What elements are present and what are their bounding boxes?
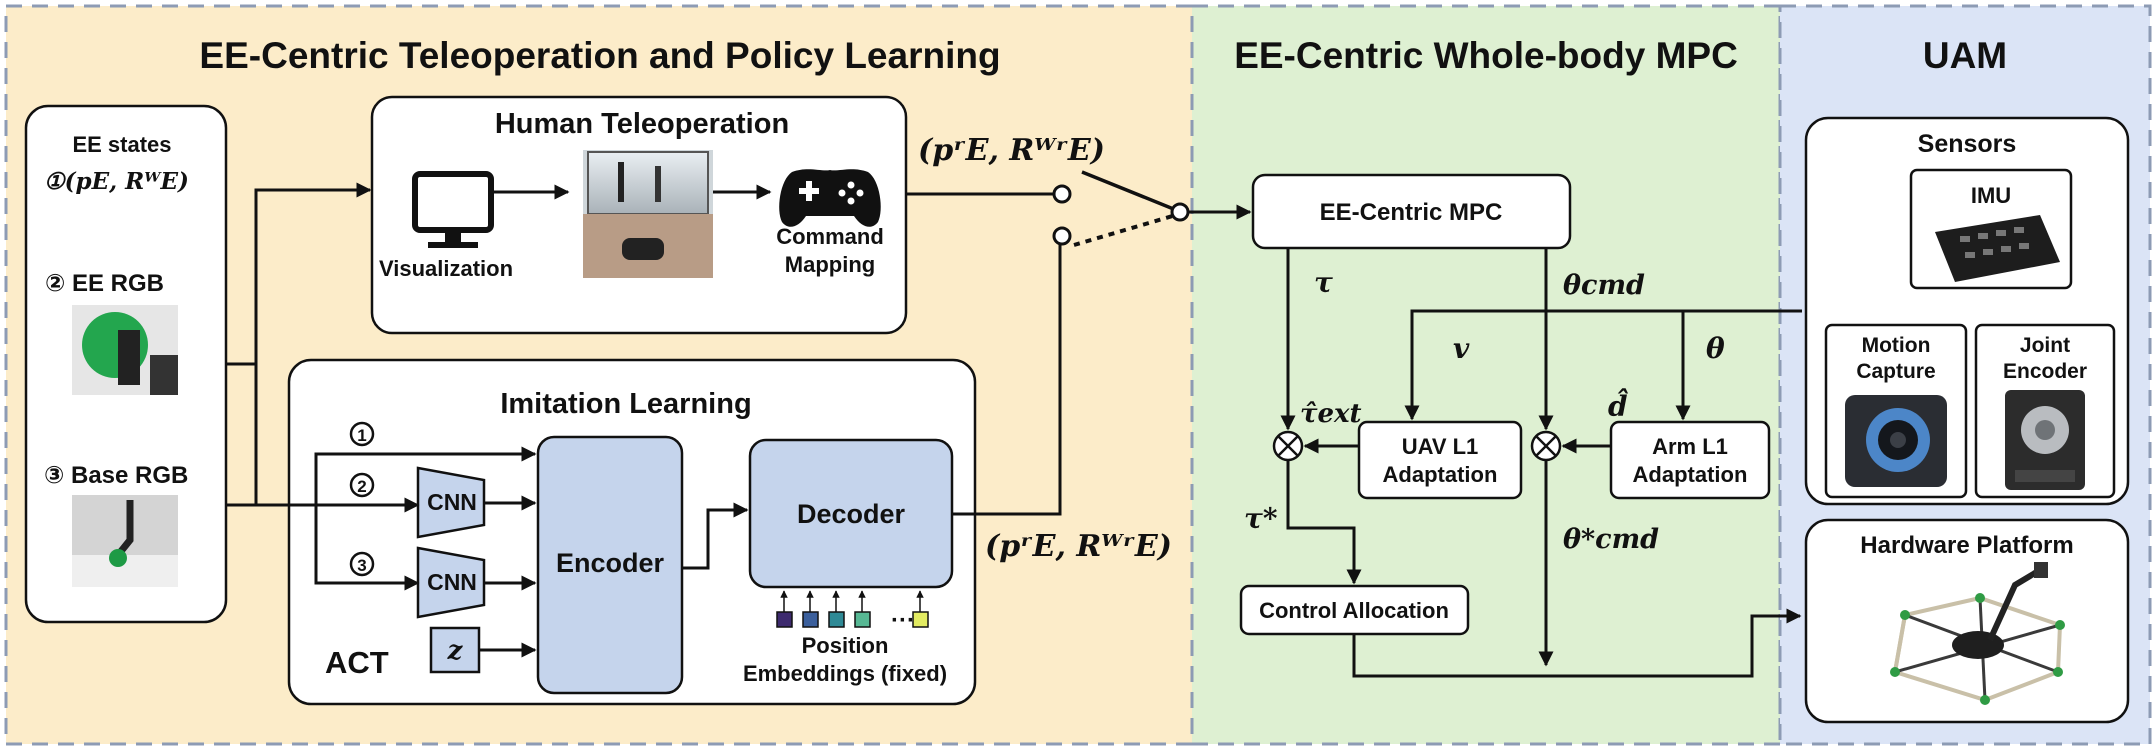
- ellipsis-dots: ···: [891, 607, 915, 634]
- embedding-token: [854, 611, 871, 628]
- motion-capture-line1: Motion: [1862, 334, 1931, 357]
- monitor-icon: [412, 171, 494, 248]
- position-label-line2: Embeddings (fixed): [743, 661, 947, 686]
- arm-l1-line1: Arm L1: [1652, 434, 1728, 459]
- theta-cmd-label: θcmd: [1563, 270, 1645, 301]
- control-allocation-label: Control Allocation: [1259, 598, 1449, 623]
- teleop-title: Human Teleoperation: [495, 108, 789, 140]
- svg-text:1: 1: [357, 426, 366, 445]
- hardware-platform-title: Hardware Platform: [1860, 532, 2073, 559]
- embedding-token: [776, 611, 793, 628]
- command-mapping-line2: Mapping: [785, 252, 875, 277]
- input-2-marker: 2: [349, 472, 375, 498]
- embedding-token: [802, 611, 819, 628]
- theta-label: θ: [1706, 332, 1725, 365]
- cnn-block-1: CNN: [416, 466, 486, 539]
- imitation-title: Imitation Learning: [500, 388, 751, 420]
- drone-image: [1890, 562, 2065, 705]
- z-block: [429, 626, 481, 674]
- input-1-marker: 1: [349, 421, 375, 447]
- motion-capture-camera-image: [1845, 395, 1947, 487]
- command-mapping-line1: Command: [776, 224, 884, 249]
- arm-l1-block: [1609, 420, 1771, 500]
- z-label: z: [447, 636, 464, 666]
- switch-terminal-bottom: [1052, 226, 1072, 246]
- mpc-block: [1251, 173, 1572, 250]
- uav-l1-line1: UAV L1: [1402, 434, 1479, 459]
- imitation-output-line: [952, 242, 1062, 516]
- act-label: ACT: [325, 645, 389, 680]
- switch-lever: [1081, 170, 1177, 212]
- embedding-token: [912, 611, 929, 628]
- svg-text:2: 2: [357, 477, 366, 496]
- v-label: v: [1453, 332, 1470, 365]
- base-rgb-image: [72, 495, 178, 587]
- encoder-label: Encoder: [556, 548, 665, 578]
- svg-text:3: 3: [357, 556, 366, 575]
- switch-terminal-top: [1052, 184, 1072, 204]
- position-label-line1: Position: [802, 633, 889, 658]
- sensors-title: Sensors: [1918, 130, 2017, 158]
- ee-rgb-label: ② EE RGB: [45, 270, 164, 297]
- motion-capture-line2: Capture: [1856, 360, 1935, 383]
- arm-l1-line2: Adaptation: [1633, 462, 1748, 487]
- uav-l1-block: [1357, 420, 1523, 500]
- cnn-block-2: CNN: [416, 546, 486, 619]
- joint-encoder-line2: Encoder: [2003, 360, 2087, 383]
- encoder-block: [536, 435, 684, 695]
- theta-cmd-star-label: θ*cmd: [1563, 524, 1659, 555]
- imu-label: IMU: [1971, 183, 2011, 208]
- mpc-label: EE-Centric MPC: [1320, 199, 1503, 226]
- decoder-label: Decoder: [797, 499, 906, 529]
- right-section-title: UAM: [1923, 35, 2007, 76]
- ref-signal-top: (pʳE, RᵂʳE): [918, 133, 1105, 168]
- sum-junction-tau: [1272, 430, 1304, 462]
- middle-section-title: EE-Centric Whole-body MPC: [1234, 35, 1738, 76]
- teleop-photo: [583, 150, 713, 278]
- joint-encoder-line1: Joint: [2020, 334, 2070, 357]
- joint-encoder-servo-image: [2005, 390, 2085, 490]
- uav-l1-line2: Adaptation: [1383, 462, 1498, 487]
- base-rgb-label: ③ Base RGB: [44, 462, 188, 489]
- tau-star-label: τ*: [1244, 502, 1278, 535]
- tau-ext-label: τ̂ext: [1300, 399, 1362, 429]
- ref-signal-bottom: (pʳE, RᵂʳE): [985, 529, 1172, 564]
- tau-label: τ: [1314, 266, 1333, 299]
- imu-device-image: [1935, 215, 2060, 282]
- switch-dotted-path: [1073, 213, 1177, 247]
- visualization-label: Visualization: [379, 256, 513, 281]
- svg-text:CNN: CNN: [427, 569, 477, 595]
- left-section-title: EE-Centric Teleoperation and Policy Lear…: [199, 35, 1000, 76]
- position-embeddings: [776, 590, 929, 628]
- ee-rgb-image: [72, 305, 178, 395]
- sum-junction-theta: [1530, 430, 1562, 462]
- switch-pivot: [1170, 202, 1190, 222]
- ee-states-math: ①(pE, RᵂE): [44, 168, 189, 195]
- gamepad-icon: [779, 169, 881, 227]
- embedding-token: [828, 611, 845, 628]
- svg-text:CNN: CNN: [427, 489, 477, 515]
- d-hat-label: d̂: [1608, 389, 1629, 423]
- ee-states-label: EE states: [72, 132, 171, 157]
- input-3-marker: 3: [349, 551, 375, 577]
